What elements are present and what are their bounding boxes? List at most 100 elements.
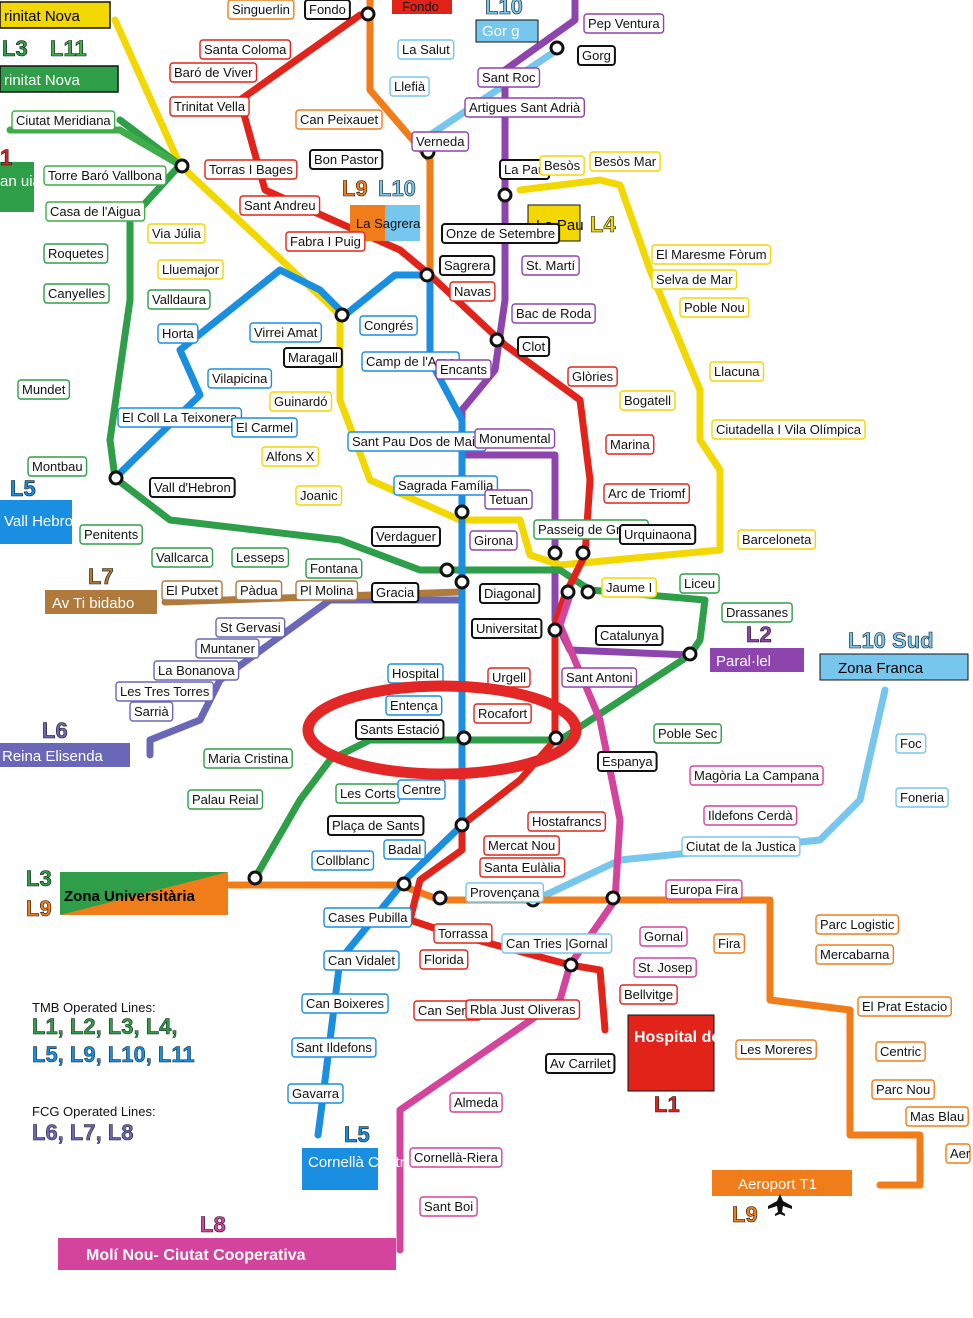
station-dot[interactable] — [547, 545, 563, 561]
station-dot[interactable] — [605, 890, 621, 906]
station-label[interactable]: Joanic — [300, 488, 338, 503]
station-dot[interactable] — [563, 957, 579, 973]
station-label[interactable]: Plaça de Sants — [332, 818, 420, 833]
station-label[interactable]: Palau Reial — [192, 792, 259, 807]
station-label[interactable]: Arc de Triomf — [608, 486, 686, 501]
station-dot[interactable] — [360, 6, 376, 22]
station-label[interactable]: Navas — [454, 284, 491, 299]
station-label[interactable]: Fira — [718, 936, 741, 951]
station-label[interactable]: Torre Baró Vallbona — [48, 168, 163, 183]
station-label[interactable]: Bac de Roda — [516, 306, 592, 321]
station-label[interactable]: Penitents — [84, 527, 139, 542]
station-label[interactable]: Sagrada Família — [398, 478, 494, 493]
station-dot[interactable] — [396, 876, 412, 892]
station-label[interactable]: Vall d'Hebron — [154, 480, 231, 495]
station-label[interactable]: Mercat Nou — [488, 838, 555, 853]
station-label[interactable]: Les Moreres — [740, 1042, 813, 1057]
station-label[interactable]: Ciutadella I Vila Olímpica — [716, 422, 862, 437]
station-label[interactable]: St Gervasi — [220, 620, 281, 635]
station-dot[interactable] — [439, 562, 455, 578]
station-label[interactable]: St. Josep — [638, 960, 692, 975]
station-label[interactable]: Bogatell — [624, 393, 671, 408]
station-label[interactable]: Jaume I — [606, 580, 652, 595]
station-label[interactable]: Av Carrilet — [550, 1056, 611, 1071]
station-label[interactable]: Montbau — [32, 459, 83, 474]
station-label[interactable]: Sant Roc — [482, 70, 536, 85]
station-label[interactable]: Fabra I Puig — [290, 234, 361, 249]
station-dot[interactable] — [174, 158, 190, 174]
station-dot[interactable] — [547, 622, 563, 638]
station-label[interactable]: Can Tries |Gornal — [506, 936, 608, 951]
station-label[interactable]: La Salut — [402, 42, 450, 57]
station-label[interactable]: Llefià — [394, 79, 426, 94]
station-label[interactable]: Besòs Mar — [594, 154, 657, 169]
station-label[interactable]: Lluemajor — [162, 262, 220, 277]
station-label[interactable]: Muntaner — [200, 641, 256, 656]
station-label[interactable]: El Coll La Teixonera — [122, 410, 238, 425]
station-label[interactable]: Pàdua — [240, 583, 278, 598]
station-label[interactable]: Ciutat de la Justica — [686, 839, 797, 854]
station-dot[interactable] — [454, 817, 470, 833]
station-label[interactable]: Casa de l'Aigua — [50, 204, 141, 219]
station-label[interactable]: Santa Coloma — [204, 42, 287, 57]
station-label[interactable]: Horta — [162, 326, 195, 341]
station-label[interactable]: Maria Cristina — [208, 751, 289, 766]
station-label[interactable]: El Prat Estacio — [862, 999, 947, 1014]
station-label[interactable]: Torrassa — [438, 926, 489, 941]
station-label[interactable]: Florida — [424, 952, 465, 967]
station-label[interactable]: Besòs — [544, 158, 581, 173]
station-label[interactable]: Rbla Just Oliveras — [470, 1002, 576, 1017]
station-label[interactable]: Torras I Bages — [209, 162, 293, 177]
station-label[interactable]: Urquinaona — [624, 527, 692, 542]
station-label[interactable]: Provençana — [470, 885, 540, 900]
station-label[interactable]: Sant Boi — [424, 1199, 473, 1214]
station-label[interactable]: Sagrera — [444, 258, 491, 273]
station-label[interactable]: La Pau — [504, 162, 545, 177]
station-label[interactable]: Alfons X — [266, 449, 315, 464]
station-label[interactable]: El Carmel — [236, 420, 293, 435]
station-label[interactable]: Fondo — [309, 2, 346, 17]
station-label[interactable]: Can Boixeres — [306, 996, 385, 1011]
station-label[interactable]: Can Vidalet — [328, 953, 395, 968]
station-dot[interactable] — [548, 730, 564, 746]
station-label[interactable]: Liceu — [684, 576, 715, 591]
station-label[interactable]: Clot — [522, 339, 546, 354]
station-label[interactable]: Magòria La Campana — [694, 768, 820, 783]
station-label[interactable]: St. Martí — [526, 258, 576, 273]
station-dot[interactable] — [454, 574, 470, 590]
station-label[interactable]: Urgell — [492, 670, 526, 685]
station-dot[interactable] — [334, 307, 350, 323]
station-label[interactable]: Lesseps — [236, 550, 285, 565]
station-dot[interactable] — [580, 584, 596, 600]
station-dot[interactable] — [419, 267, 435, 283]
station-label[interactable]: Can Serra — [418, 1003, 478, 1018]
station-label[interactable]: Monumental — [479, 431, 551, 446]
station-dot[interactable] — [432, 890, 448, 906]
station-label[interactable]: Drassanes — [726, 605, 789, 620]
station-label[interactable]: Fontana — [310, 561, 358, 576]
station-label[interactable]: Barceloneta — [742, 532, 812, 547]
station-label[interactable]: Gavarra — [292, 1086, 340, 1101]
station-label[interactable]: Baró de Viver — [174, 65, 253, 80]
station-label[interactable]: Diagonal — [484, 586, 535, 601]
station-label[interactable]: Cases Pubilla — [328, 910, 408, 925]
station-label[interactable]: Centre — [402, 782, 441, 797]
station-dot[interactable] — [108, 470, 124, 486]
station-label[interactable]: Trinitat Vella — [174, 99, 246, 114]
station-label[interactable]: Foneria — [900, 790, 945, 805]
station-label[interactable]: Poble Sec — [658, 726, 718, 741]
station-dot[interactable] — [549, 40, 565, 56]
station-label[interactable]: Gracia — [376, 585, 415, 600]
station-label[interactable]: Maragall — [288, 350, 338, 365]
station-label[interactable]: Can Peixauet — [300, 112, 378, 127]
station-label[interactable]: El Putxet — [166, 583, 218, 598]
station-label[interactable]: Sarrià — [134, 704, 169, 719]
station-label[interactable]: Poble Nou — [684, 300, 745, 315]
station-label[interactable]: Mercabarna — [820, 947, 890, 962]
station-label[interactable]: Artigues Sant Adrià — [469, 100, 581, 115]
station-label[interactable]: Sant Andreu — [244, 198, 316, 213]
station-label[interactable]: Selva de Mar — [656, 272, 733, 287]
station-label[interactable]: Cornellà-Riera — [414, 1150, 499, 1165]
station-label[interactable]: Entença — [390, 698, 438, 713]
